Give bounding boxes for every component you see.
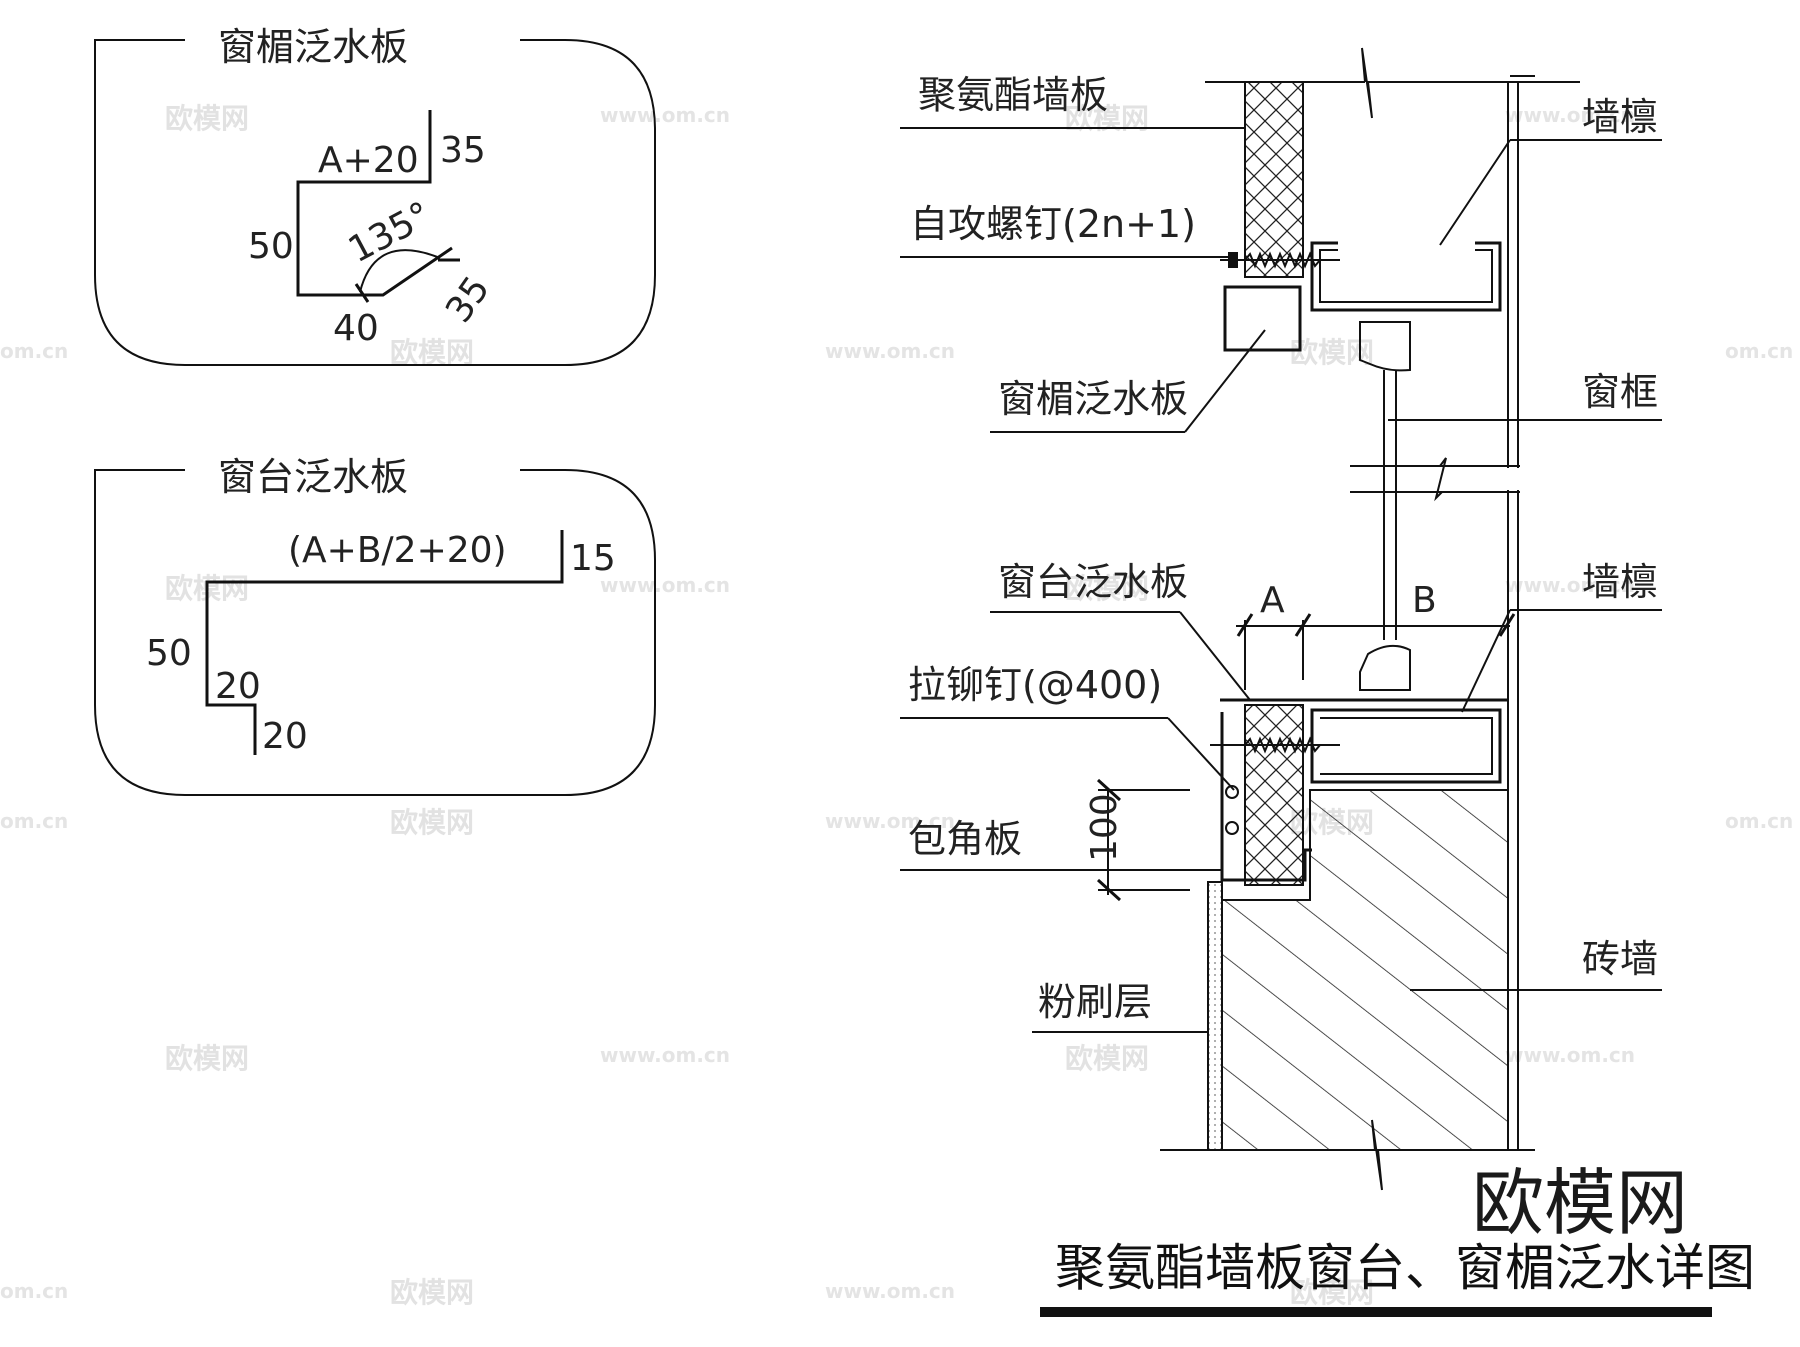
label-window-frame: 窗框 xyxy=(1582,370,1658,414)
watermark-site: www.om.cn xyxy=(825,339,955,363)
tick-mark xyxy=(354,283,370,303)
label-rivet: 拉铆钉(@400) xyxy=(908,663,1162,707)
wall-purlin-upper xyxy=(1310,241,1502,312)
dim-b: B xyxy=(1412,580,1437,621)
watermark-site: www.om.cn xyxy=(1505,1043,1635,1067)
corner-board xyxy=(1220,712,1312,882)
panel-frame xyxy=(93,39,656,366)
dim-slope: 35 xyxy=(438,269,498,330)
footer: 欧模网 聚氨酯墙板窗台、窗楣泛水详图 xyxy=(1040,1161,1755,1317)
section-drawing: A B 100 xyxy=(900,47,1662,1191)
watermark-brand: 欧模网 xyxy=(1065,572,1149,605)
dim-a: A xyxy=(1260,580,1285,621)
flashing-profile xyxy=(205,530,564,755)
plaster-layer xyxy=(1207,881,1223,1151)
wall-purlin-lower xyxy=(1310,708,1502,784)
watermark-brand: 欧模网 xyxy=(1065,102,1149,135)
watermark-site: om.cn xyxy=(1725,339,1793,363)
dim-top: A+20 xyxy=(318,140,419,181)
watermark-brand: 欧模网 xyxy=(390,1276,474,1309)
dim-height: 50 xyxy=(146,633,192,674)
watermarks: 欧模网 www.om.cn 欧模网 www.om.cn om.cn 欧模网 ww… xyxy=(0,102,1793,1309)
drawing-title: 聚氨酯墙板窗台、窗楣泛水详图 xyxy=(1055,1239,1755,1297)
label-corner-board: 包角板 xyxy=(908,817,1022,861)
head-flashing-panel: 窗楣泛水板 A+20 35 50 135° 40 35 xyxy=(93,25,656,366)
watermark-site: om.cn xyxy=(0,339,68,363)
label-sill-flashing: 窗台泛水板 xyxy=(998,560,1188,604)
watermark-site: om.cn xyxy=(1725,809,1793,833)
watermark-brand: 欧模网 xyxy=(165,102,249,135)
dim-top-return: 35 xyxy=(440,130,486,171)
label-purlin-bottom: 墙檩 xyxy=(1582,560,1658,604)
dim-step-v: 20 xyxy=(262,716,308,757)
panel-frame xyxy=(93,469,656,796)
watermark-site: www.om.cn xyxy=(825,1279,955,1303)
label-brick-wall: 砖墙 xyxy=(1582,937,1658,981)
dim-top-return: 15 xyxy=(570,538,616,579)
dim-top: (A+B/2+20) xyxy=(288,530,507,571)
watermark-site: www.om.cn xyxy=(600,573,730,597)
flashing-profile xyxy=(296,110,453,297)
label-panel: 聚氨酯墙板 xyxy=(918,73,1108,117)
polyurethane-panel-lower xyxy=(1244,704,1304,886)
watermark-brand: 欧模网 xyxy=(390,336,474,369)
window-frame-bottom xyxy=(1359,644,1411,691)
watermark-site: www.om.cn xyxy=(1505,103,1635,127)
watermark-site: om.cn xyxy=(0,1279,68,1303)
label-screw: 自攻螺钉(2n+1) xyxy=(910,202,1196,246)
dim-step-h: 20 xyxy=(215,666,261,707)
watermark-brand: 欧模网 xyxy=(165,1042,249,1075)
angle-arc xyxy=(359,249,441,293)
label-plaster: 粉刷层 xyxy=(1038,980,1152,1024)
label-purlin-top: 墙檩 xyxy=(1582,95,1658,139)
title-underline xyxy=(1040,1307,1712,1317)
dim-bottom: 40 xyxy=(333,308,379,349)
watermark-site: www.om.cn xyxy=(600,1043,730,1067)
sill-flashing-panel: 窗台泛水板 (A+B/2+20) 15 50 20 20 xyxy=(93,455,656,796)
watermark-brand: 欧模网 xyxy=(1290,336,1374,369)
watermark-brand: 欧模网 xyxy=(390,806,474,839)
break-line xyxy=(1361,47,1580,119)
polyurethane-panel-upper xyxy=(1244,81,1304,278)
label-head-flashing: 窗楣泛水板 xyxy=(998,377,1188,421)
dim-height: 50 xyxy=(248,226,294,267)
brand-logo: 欧模网 xyxy=(1472,1161,1688,1245)
watermark-brand: 欧模网 xyxy=(1065,1042,1149,1075)
watermark-site: om.cn xyxy=(0,809,68,833)
panel-title: 窗楣泛水板 xyxy=(218,25,408,69)
window-frame-top xyxy=(1359,321,1411,372)
watermark-brand: 欧模网 xyxy=(1290,1276,1374,1309)
dim-angle: 135° xyxy=(342,194,438,271)
dim-height: 100 xyxy=(1084,793,1125,862)
watermark-site: www.om.cn xyxy=(600,103,730,127)
head-flashing xyxy=(1223,285,1302,352)
watermark-site: www.om.cn xyxy=(825,809,955,833)
watermark-site: www.om.cn xyxy=(1505,573,1635,597)
panel-title: 窗台泛水板 xyxy=(218,455,408,499)
